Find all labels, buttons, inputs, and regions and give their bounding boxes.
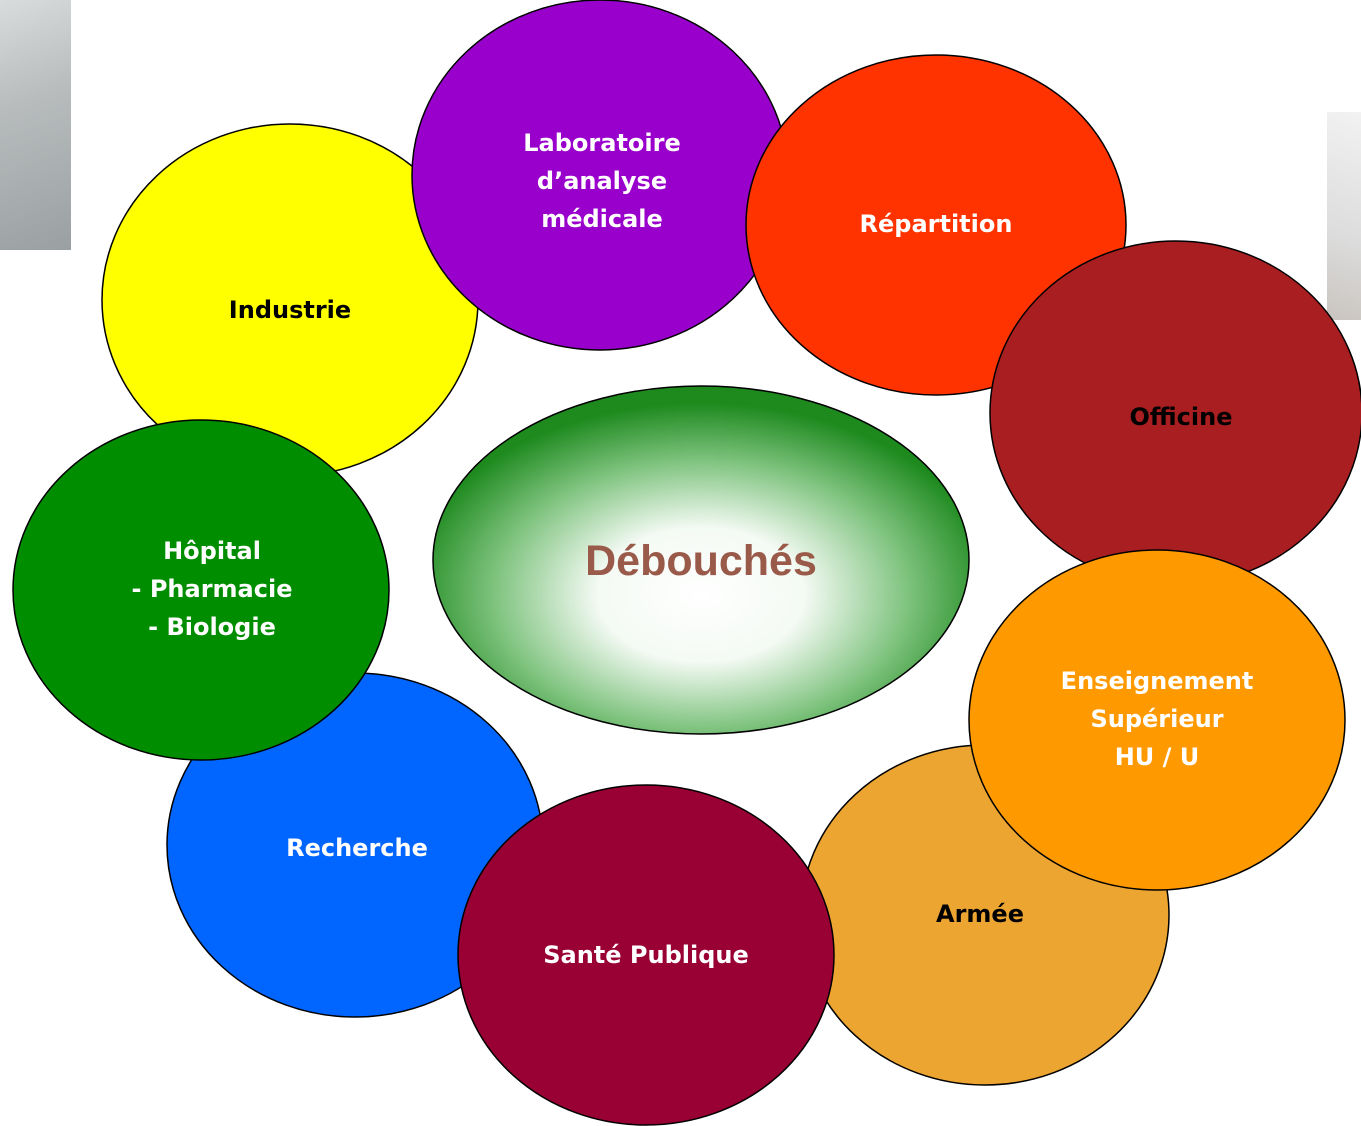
bubble-laboratoire-label: médicale [541, 205, 663, 233]
bubble-recherche: Recherche [166, 672, 544, 1018]
bubble-officine: Officine [989, 240, 1361, 586]
bubble-enseignement-label: Enseignement [1061, 667, 1254, 695]
bubble-sante-publique-label: Santé Publique [543, 941, 749, 969]
bubble-sante-publique: Santé Publique [457, 784, 835, 1126]
bubble-laboratoire-label: Laboratoire [523, 129, 681, 157]
pharmacist-photo-right [1327, 112, 1361, 320]
bubble-hopital-label: - Pharmacie [132, 575, 293, 603]
bubble-enseignement-label: HU / U [1115, 743, 1200, 771]
bubble-armee-label: Armée [936, 900, 1024, 928]
bubble-hopital-shape [12, 419, 390, 761]
bubble-industrie-label: Industrie [229, 296, 351, 324]
center-node: Débouchés [432, 385, 970, 735]
bubble-hopital-label: Hôpital [163, 537, 261, 565]
bubble-repartition-label: Répartition [860, 210, 1013, 238]
bubble-officine-label: Officine [1130, 403, 1233, 431]
bubble-sante-publique-shape [457, 784, 835, 1126]
pharmacist-photo-left [0, 0, 71, 250]
bubble-hopital-label: - Biologie [148, 613, 276, 641]
center-label: Débouchés [585, 537, 817, 585]
bubble-laboratoire-label: d’analyse [537, 167, 667, 195]
bubble-laboratoire: Laboratoire d’analyse médicale [411, 0, 789, 351]
bubble-hopital: Hôpital - Pharmacie - Biologie [12, 419, 390, 761]
bubble-enseignement-label: Supérieur [1090, 705, 1223, 733]
bubble-enseignement-shape [968, 549, 1346, 891]
bubble-recherche-label: Recherche [286, 834, 428, 862]
